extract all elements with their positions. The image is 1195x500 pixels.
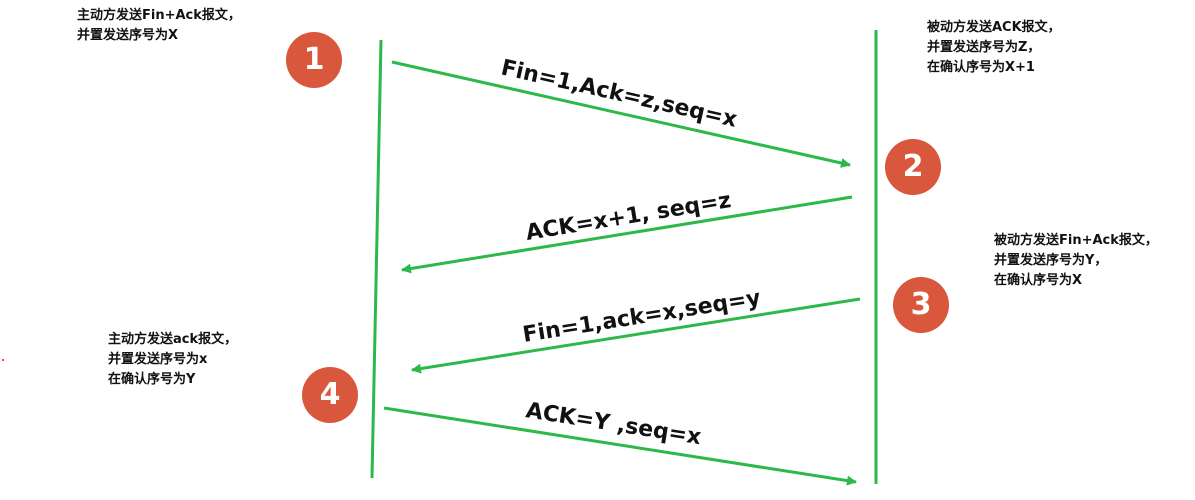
step-note-3: 被动方发送Fin+Ack报文， 并置发送序号为Y， 在确认序号为X bbox=[994, 231, 1158, 291]
step-note-2: 被动方发送ACK报文， 并置发送序号为Z， 在确认序号为X+1 bbox=[927, 18, 1061, 78]
stray-dot bbox=[2, 359, 4, 361]
message-label-2: ACK=x+1, seq=z bbox=[524, 188, 733, 246]
step-note-2-line-1: 被动方发送ACK报文， bbox=[927, 20, 1061, 35]
message-label-3: Fin=1,ack=x,seq=y bbox=[521, 286, 762, 348]
step-note-1-line-1: 主动方发送Fin+Ack报文， bbox=[77, 8, 241, 23]
step-note-2-line-3: 在确认序号为X+1 bbox=[927, 60, 1035, 75]
message-arrow-2 bbox=[401, 195, 853, 274]
client-lifeline bbox=[370, 39, 383, 479]
step-note-1: 主动方发送Fin+Ack报文， 并置发送序号为X bbox=[77, 6, 241, 46]
step-note-4-line-3: 在确认序号为Y bbox=[108, 372, 196, 387]
message-arrow-3 bbox=[411, 297, 861, 374]
step-badge-2: 2 bbox=[885, 139, 941, 195]
step-note-4-line-2: 并置发送序号为x bbox=[108, 352, 208, 367]
message-arrow-1 bbox=[391, 60, 851, 168]
step-note-3-line-3: 在确认序号为X bbox=[994, 273, 1083, 288]
step-note-4: 主动方发送ack报文， 并置发送序号为x 在确认序号为Y bbox=[108, 330, 237, 390]
message-arrow-4 bbox=[383, 406, 857, 486]
step-note-3-line-2: 并置发送序号为Y， bbox=[994, 253, 1108, 268]
step-note-2-line-2: 并置发送序号为Z， bbox=[927, 40, 1041, 55]
step-note-4-line-1: 主动方发送ack报文， bbox=[108, 332, 238, 347]
step-note-1-line-2: 并置发送序号为X bbox=[77, 28, 179, 43]
step-badge-1: 1 bbox=[286, 32, 342, 88]
step-badge-3: 3 bbox=[893, 277, 949, 333]
step-note-3-line-1: 被动方发送Fin+Ack报文， bbox=[994, 233, 1158, 248]
step-badge-4: 4 bbox=[302, 367, 358, 423]
